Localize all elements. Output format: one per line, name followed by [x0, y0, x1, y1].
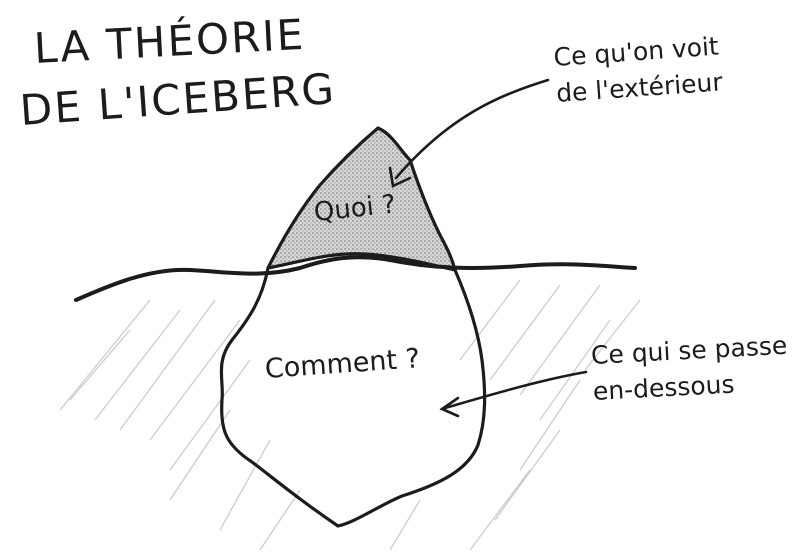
water-hatching	[59, 279, 641, 551]
annotation-visible-part: Ce qu'on voit de l'extérieur	[552, 28, 724, 111]
annotation-hidden-part: Ce qui se passe en-dessous	[590, 328, 790, 410]
arrow-top-annotation	[388, 78, 550, 188]
waterline	[74, 255, 637, 302]
iceberg-underwater-body	[219, 266, 487, 528]
arrow-bottom-annotation	[439, 370, 588, 418]
